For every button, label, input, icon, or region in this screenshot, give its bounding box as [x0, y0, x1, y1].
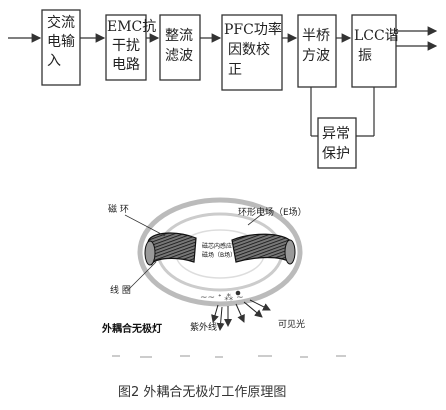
label-lamp-name: 外耦合无极灯: [101, 322, 162, 335]
block-lcc-line-2: 振: [358, 48, 372, 64]
block-rectifier: [159, 14, 201, 81]
block-pfc: [221, 14, 283, 91]
block-ac-input-line-3: 入: [47, 53, 61, 69]
plasma-scribble: ~~ ᐩ ⁂ ~: [200, 292, 244, 303]
block-half-bridge: [297, 14, 337, 88]
block-half-bridge-line-2: 方波: [302, 48, 330, 64]
label-magnetic-ring: 磁 环: [108, 203, 129, 215]
core-field-label-2: 磁场（B场）: [202, 251, 236, 259]
block-ac-input: [41, 9, 81, 86]
leader-coil: [127, 261, 157, 291]
scan-artifact: [112, 355, 346, 358]
block-pfc-line-1: PFC功率: [224, 21, 282, 38]
block-protection: [317, 117, 357, 169]
block-lcc-line-1: LCC谐: [354, 28, 399, 44]
label-coil: 线 圈: [110, 284, 131, 296]
label-ring-field: 环形电场（E场）: [238, 206, 307, 218]
right-magnetic-ring: [231, 233, 296, 265]
leader-ring-field: [247, 213, 263, 226]
leader-magnetic-ring: [124, 214, 166, 237]
block-half-bridge-line-1: 半桥: [302, 28, 330, 44]
core-field-label-1: 磁芯内感应: [202, 242, 232, 250]
block-pfc-line-3: 正: [228, 62, 242, 78]
lamp-illustration: 磁芯内感应 磁场（B场） 磁 环 环形电场（E场） 线 圈 外耦合无极灯 ~~ …: [101, 197, 346, 358]
block-diagram: 交流 电输 入 EMC抗 干扰 电路 整流 滤波 PFC功率 因数校 正 半桥 …: [8, 9, 438, 169]
emission-rays: [211, 299, 271, 331]
outer-field-ring: [137, 197, 303, 307]
figure-caption: 图2 外耦合无极灯工作原理图: [118, 385, 286, 400]
block-rectifier-line-1: 整流: [165, 28, 193, 44]
label-visible-light: 可见光: [278, 318, 305, 330]
block-rectifier-line-2: 滤波: [165, 48, 193, 64]
block-ac-input-line-1: 交流: [47, 14, 75, 31]
left-magnetic-ring: [144, 232, 197, 266]
label-uv: 紫外线: [190, 321, 217, 333]
block-emc-line-3: 电路: [112, 57, 140, 73]
block-emc-filter: [105, 14, 147, 81]
block-emc-line-1: EMC抗: [107, 19, 156, 35]
block-emc-line-2: 干扰: [112, 38, 140, 54]
block-pfc-line-2: 因数校: [228, 41, 270, 58]
block-protection-line-1: 异常: [322, 126, 350, 142]
block-ac-input-line-2: 电输: [47, 34, 75, 50]
block-lcc: [351, 14, 397, 88]
block-protection-line-2: 保护: [322, 146, 350, 162]
mercury-atom-icon: [235, 290, 241, 296]
